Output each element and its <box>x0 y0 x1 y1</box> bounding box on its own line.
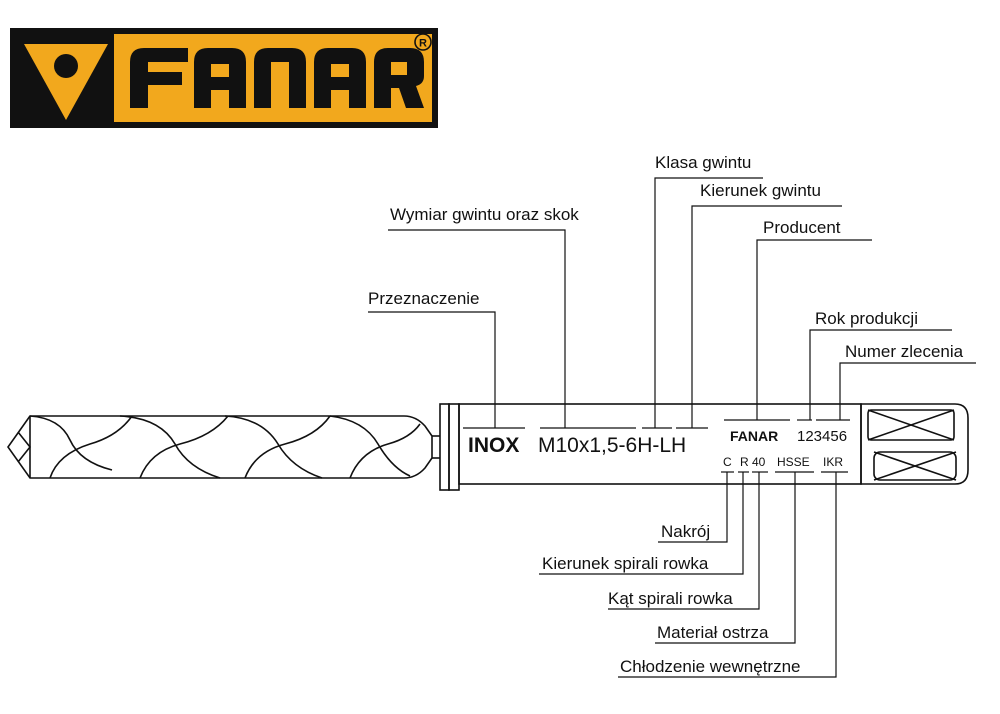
fluted-section-outline <box>7 415 433 479</box>
callout-wymiar-gwintu: Wymiar gwintu oraz skok <box>388 205 579 428</box>
marking-spiral-direction: R <box>740 455 749 469</box>
svg-text:R: R <box>419 38 427 50</box>
marking-material: HSSE <box>777 455 810 469</box>
fanar-logo: R <box>10 28 438 128</box>
callout-label: Przeznaczenie <box>368 289 480 308</box>
marking-purpose: INOX <box>468 434 519 457</box>
callout-label: Numer zlecenia <box>845 342 964 361</box>
flute-curve <box>49 415 133 479</box>
tap-tool-drawing <box>7 403 969 491</box>
flute-curve <box>17 431 32 463</box>
callout-material-ostrza: Materiał ostrza <box>655 472 796 644</box>
callout-przeznaczenie: Przeznaczenie <box>368 289 496 428</box>
registered-mark-icon: R <box>414 33 432 51</box>
callout-rok-produkcji: Rok produkcji <box>809 309 952 420</box>
callout-label: Rok produkcji <box>815 309 918 328</box>
callout-klasa-gwintu: Klasa gwintu <box>654 153 763 428</box>
callout-nakroj: Nakrój <box>658 472 728 543</box>
callout-kat-spirali: Kąt spirali rowka <box>608 472 760 610</box>
callout-label: Wymiar gwintu oraz skok <box>390 205 579 224</box>
callout-label: Kierunek spirali rowka <box>542 554 709 573</box>
callout-label: Nakrój <box>661 522 710 541</box>
callout-label: Materiał ostrza <box>657 623 769 642</box>
neck-ring <box>439 403 450 491</box>
v-mark-icon <box>24 44 108 120</box>
callout-numer-zlecenia: Numer zlecenia <box>839 342 976 420</box>
callout-kierunek-spirali: Kierunek spirali rowka <box>539 472 744 575</box>
flute-curve <box>29 415 113 471</box>
flute-curve <box>224 415 323 479</box>
callout-kierunek-gwintu: Kierunek gwintu <box>691 181 842 428</box>
callout-label: Chłodzenie wewnętrzne <box>620 657 801 676</box>
flute-curve <box>244 415 331 479</box>
callout-label: Producent <box>763 218 841 237</box>
callout-label: Kąt spirali rowka <box>608 589 733 608</box>
square-drive <box>860 403 969 485</box>
callout-chlodzenie: Chłodzenie wewnętrzne <box>618 472 837 678</box>
marking-cooling: IKR <box>823 455 843 469</box>
marking-spiral-angle: 40 <box>752 455 766 469</box>
callout-label: Klasa gwintu <box>655 153 751 172</box>
neck-ring <box>448 403 460 491</box>
flute-curve <box>329 415 411 477</box>
flute-curve <box>349 423 421 479</box>
marking-thread: M10x1,5-6H-LH <box>538 434 686 457</box>
marking-serial: 123456 <box>797 428 847 445</box>
fanar-wordmark <box>130 48 424 108</box>
callout-label: Kierunek gwintu <box>700 181 821 200</box>
marking-chamfer: C <box>723 455 732 469</box>
callout-producent: Producent <box>756 218 872 420</box>
flute-curve <box>119 415 221 479</box>
flute-curve <box>139 415 229 479</box>
marking-manufacturer: FANAR <box>730 428 778 444</box>
